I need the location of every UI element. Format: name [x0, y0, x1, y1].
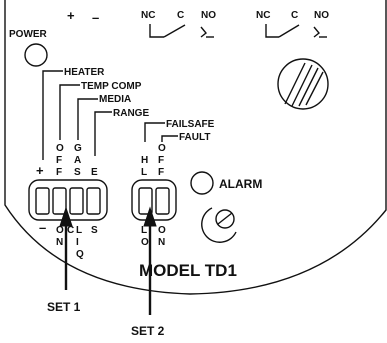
temp-comp-label: TEMP COMP: [81, 81, 142, 92]
range-label: RANGE: [113, 108, 149, 119]
fault-on-letters: O N: [158, 225, 166, 248]
heater-plus-symbol: +: [36, 163, 44, 178]
svg-text:O: O: [56, 143, 64, 154]
range-e-letter: E: [91, 167, 98, 178]
failsafe-hl-letters: H L: [141, 155, 148, 178]
svg-text:F: F: [56, 155, 62, 166]
svg-text:L: L: [141, 167, 147, 178]
alarm-adjust-potentiometer[interactable]: [201, 207, 237, 243]
svg-text:F: F: [158, 167, 164, 178]
svg-text:I: I: [76, 237, 79, 248]
manufacturer-logo: [277, 58, 329, 110]
fault-off-letters: O F F: [158, 143, 166, 178]
set1-range-switch[interactable]: [86, 187, 101, 215]
set2-label: SET 2: [131, 324, 165, 338]
media-label: MEDIA: [99, 94, 131, 105]
media-liq-letters: C L I Q: [67, 225, 84, 260]
power-plus-symbol: +: [67, 8, 75, 23]
svg-text:H: H: [141, 155, 148, 166]
relay2-no-label: NO: [314, 10, 329, 21]
svg-text:L: L: [76, 225, 82, 236]
svg-text:Q: Q: [76, 249, 84, 260]
set2-dip-switch[interactable]: [131, 179, 177, 221]
temp-comp-on-letters: O N: [56, 225, 64, 248]
set1-leader-lines: [42, 70, 112, 160]
set1-heater-switch[interactable]: [35, 187, 50, 215]
svg-text:C: C: [67, 225, 74, 236]
relay2-c-label: C: [291, 10, 298, 21]
failsafe-lo-letters: L O: [141, 225, 149, 248]
alarm-label: ALARM: [219, 177, 262, 191]
relay1-c-label: C: [177, 10, 184, 21]
svg-text:O: O: [158, 143, 166, 154]
svg-text:N: N: [158, 237, 165, 248]
set2-arrow: [143, 206, 157, 315]
set2-failsafe-switch[interactable]: [138, 187, 153, 215]
set2-fault-switch[interactable]: [155, 187, 170, 215]
alarm-indicator: [190, 171, 214, 195]
set1-arrow: [59, 206, 73, 290]
power-label: POWER: [9, 29, 48, 40]
relay2-nc-label: NC: [256, 10, 270, 21]
relay1-no-label: NO: [201, 10, 216, 21]
relay1-nc-label: NC: [141, 10, 155, 21]
heater-label: HEATER: [64, 67, 105, 78]
set1-temp-comp-switch[interactable]: [52, 187, 67, 215]
svg-text:G: G: [74, 143, 82, 154]
heater-minus-symbol: –: [39, 220, 46, 235]
svg-text:F: F: [56, 167, 62, 178]
svg-text:N: N: [56, 237, 63, 248]
svg-text:O: O: [141, 237, 149, 248]
range-s-letter: S: [91, 225, 98, 236]
set1-label: SET 1: [47, 300, 81, 314]
board-outline: [4, 0, 387, 295]
media-gas-letters: G A S: [74, 143, 82, 178]
set1-media-switch[interactable]: [69, 187, 84, 215]
svg-text:F: F: [158, 155, 164, 166]
svg-text:O: O: [158, 225, 166, 236]
svg-text:O: O: [56, 225, 64, 236]
svg-text:L: L: [141, 225, 147, 236]
power-indicator: [24, 43, 48, 67]
temp-comp-off-letters: O F F: [56, 143, 64, 178]
power-minus-symbol: –: [92, 10, 99, 25]
svg-text:A: A: [74, 155, 81, 166]
relay1-contact-symbol: [149, 24, 214, 38]
fault-label: FAULT: [179, 132, 210, 143]
relay2-contact-symbol: [265, 24, 327, 38]
set2-leader-lines: [144, 122, 178, 142]
svg-text:S: S: [74, 167, 81, 178]
model-label: MODEL TD1: [139, 261, 237, 280]
failsafe-label: FAILSAFE: [166, 119, 215, 130]
